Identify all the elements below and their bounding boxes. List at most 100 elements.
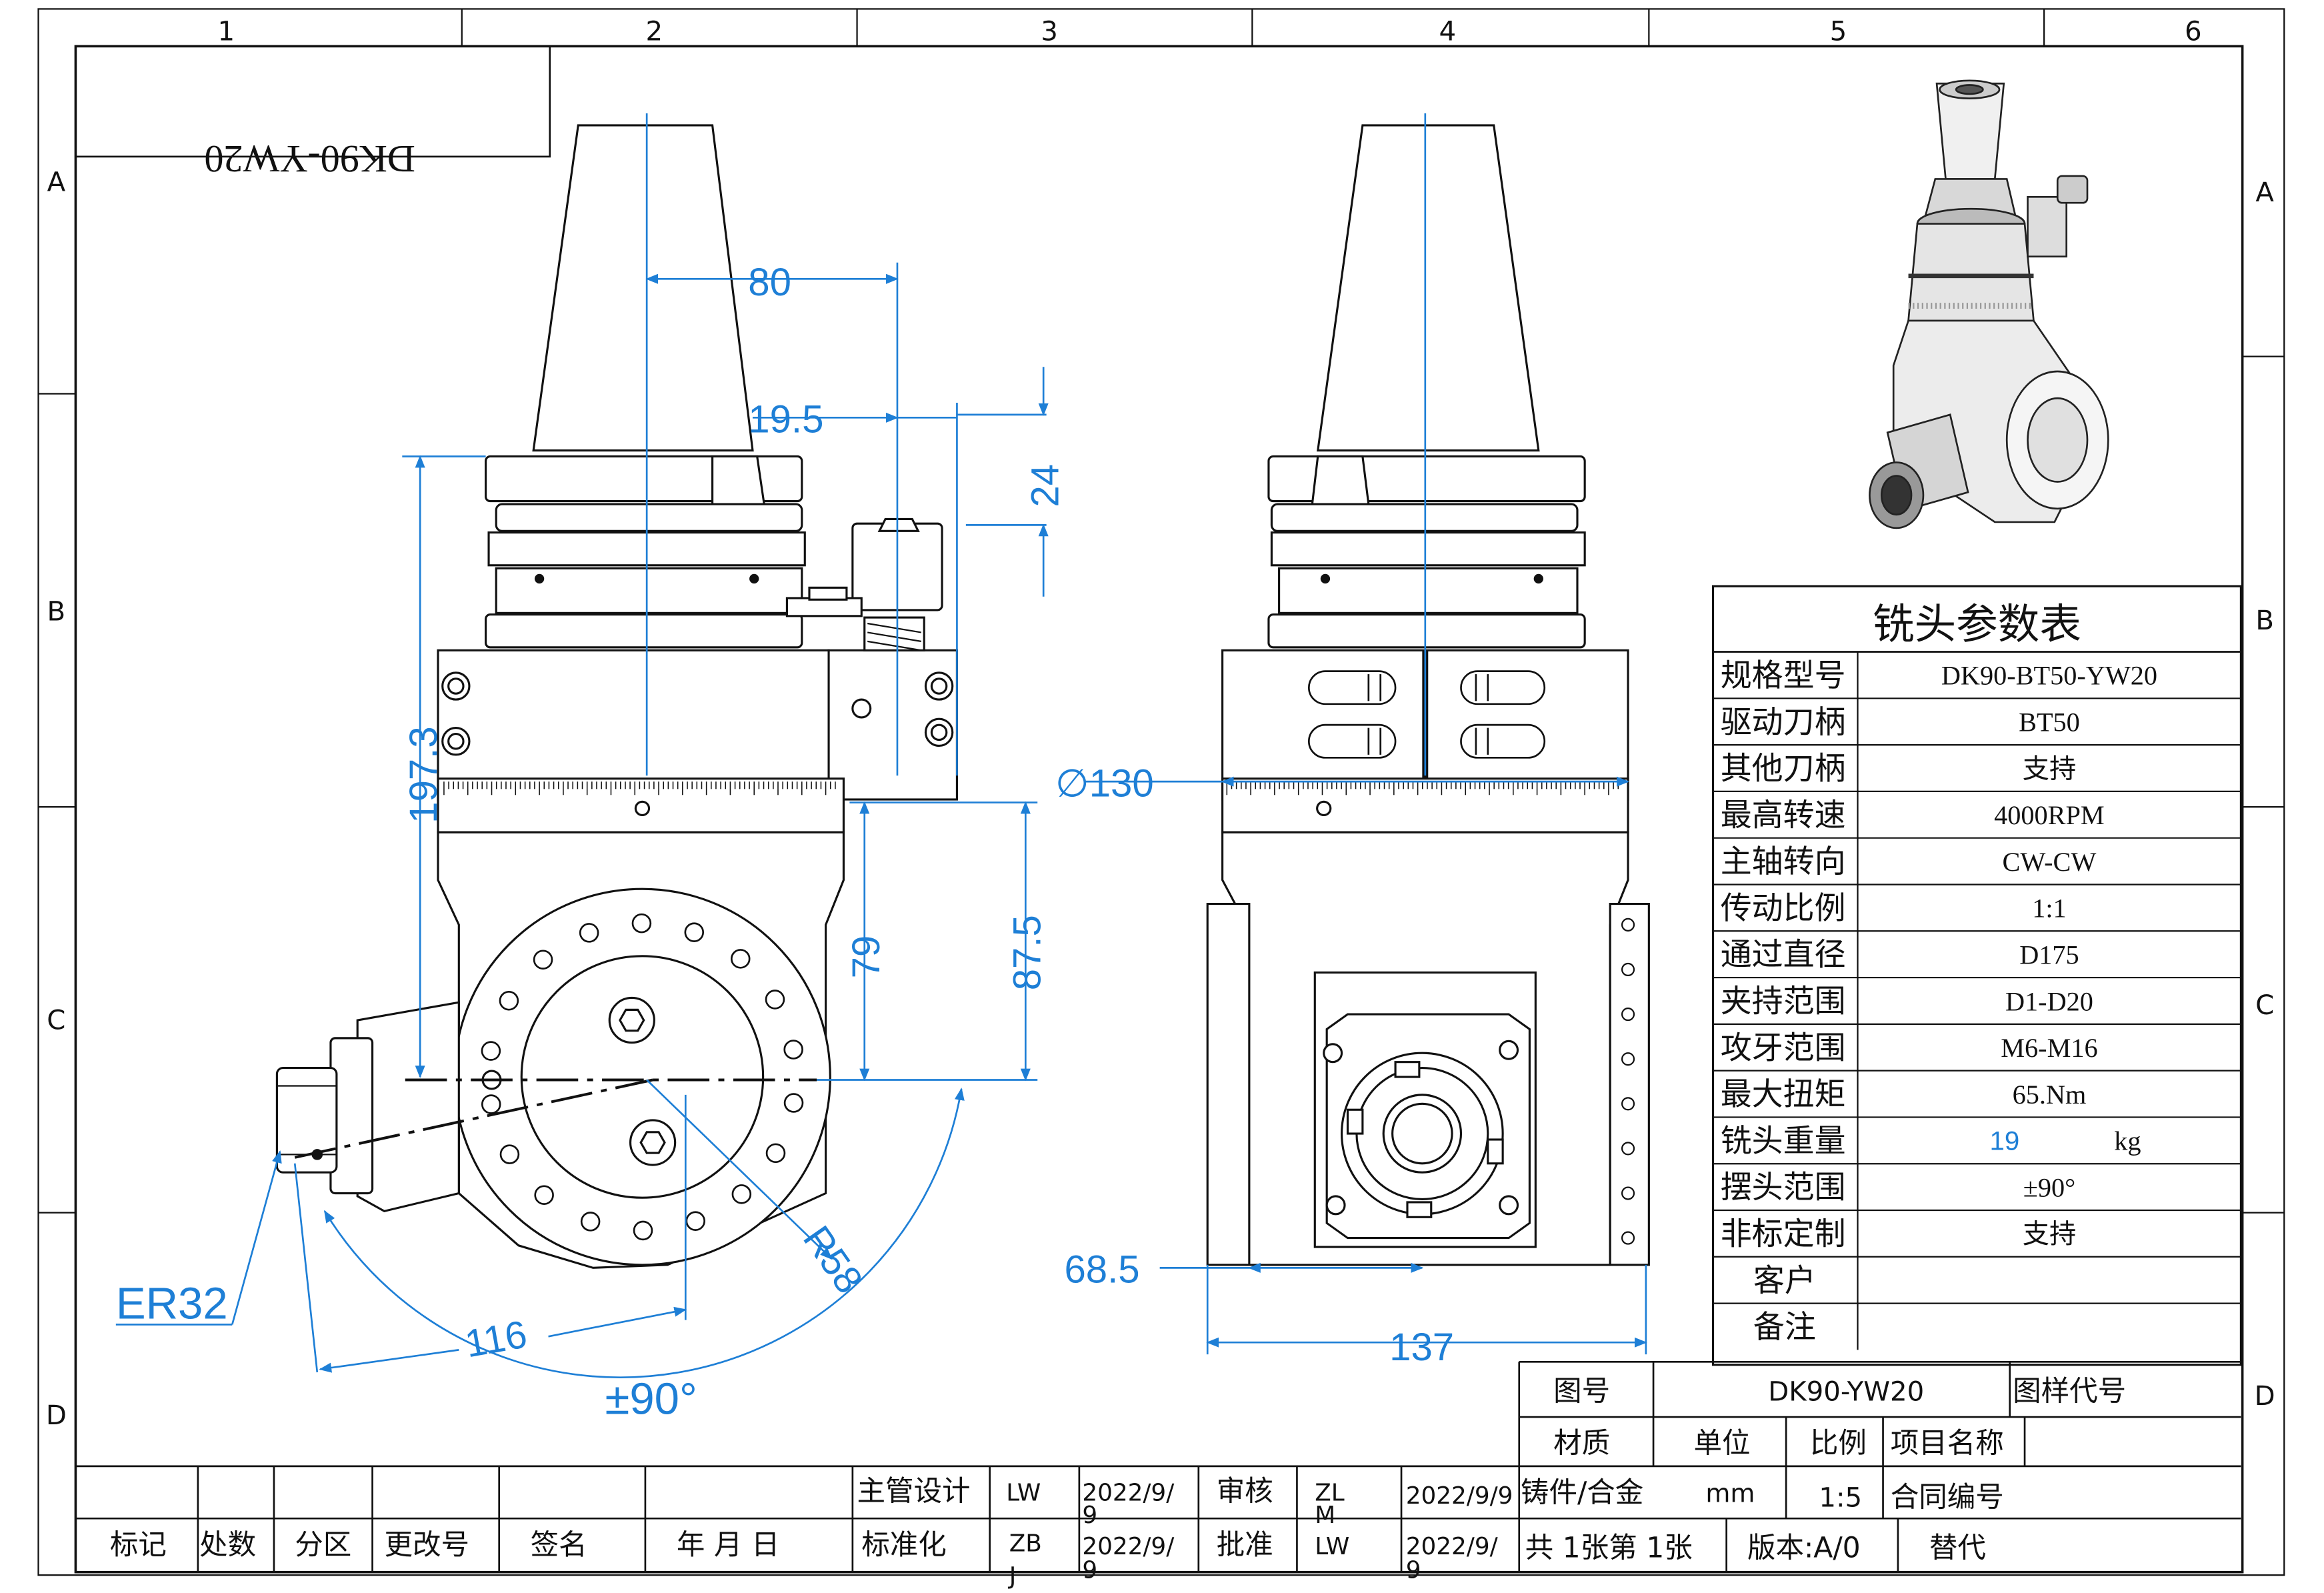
col-label-2: 2 <box>646 16 663 47</box>
param-unit: kg <box>2114 1126 2141 1156</box>
body-upper-left <box>437 649 830 801</box>
dim-137: 137 <box>1389 1326 1454 1369</box>
row-label-d-right: D <box>2255 1381 2275 1412</box>
scale-ring-right <box>1221 777 1629 834</box>
review-name-1: ZL <box>1315 1479 1345 1506</box>
param-value: 4000RPM <box>1994 800 2105 830</box>
material-value: 铸件/合金 <box>1521 1477 1643 1510</box>
param-label: 规格型号 <box>1721 659 1846 693</box>
row-label-d: D <box>46 1400 67 1431</box>
collet-nut <box>275 1067 338 1174</box>
param-label: 客户 <box>1753 1264 1816 1298</box>
param-label: 攻牙范围 <box>1721 1031 1846 1066</box>
replace-label: 替代 <box>1929 1532 1986 1564</box>
mirrored-stamp: DK90-YW20 <box>75 45 551 181</box>
param-label: 非标定制 <box>1721 1217 1846 1252</box>
approve-label: 批准 <box>1217 1529 1273 1562</box>
dim-68-5: 68.5 <box>1064 1248 1139 1292</box>
param-value: 1:1 <box>2032 894 2066 924</box>
row-label-a: A <box>47 167 66 197</box>
param-value: M6-M16 <box>2001 1033 2097 1063</box>
design-date-1: 2022/9/ <box>1082 1479 1175 1506</box>
param-label: 最高转速 <box>1721 798 1846 833</box>
param-label: 主轴转向 <box>1721 845 1846 880</box>
col-label-3: 3 <box>1041 16 1058 47</box>
param-label: 夹持范围 <box>1721 985 1846 1020</box>
param-value: 19 <box>1989 1126 2019 1156</box>
dim-24: 24 <box>1024 464 1067 507</box>
change-no-label: 更改号 <box>384 1529 469 1562</box>
title-block <box>75 1360 2241 1572</box>
std-label: 标准化 <box>861 1529 947 1562</box>
dimension-labels: 80 19.5 24 197.3 79 87.5 R58 116 ±90° ER… <box>116 261 1454 1424</box>
param-value: D175 <box>2019 940 2079 970</box>
param-label: 最大扭矩 <box>1721 1078 1846 1112</box>
param-value: 65.Nm <box>2013 1080 2087 1110</box>
row-label-b-right: B <box>2255 605 2274 636</box>
version-value: 版本:A/0 <box>1747 1532 1861 1564</box>
dim-r58: R58 <box>795 1218 871 1302</box>
review-date: 2022/9/9 <box>1406 1482 1513 1510</box>
side-view <box>275 124 958 1269</box>
param-label: 铣头重量 <box>1721 1124 1846 1159</box>
col-label-1: 1 <box>218 16 235 47</box>
front-view <box>1206 124 1650 1266</box>
drawing-code-label: 图样代号 <box>2013 1375 2126 1408</box>
title-block-text: 图号 DK90-YW20 图样代号 材质 单位 比例 项目名称 铸件/合金 mm… <box>110 1375 2126 1590</box>
param-label: 备注 <box>1753 1310 1816 1345</box>
signature-label: 签名 <box>531 1529 587 1562</box>
contract-label: 合同编号 <box>1891 1481 2004 1514</box>
review-label: 审核 <box>1217 1475 1273 1508</box>
std-name-2: J <box>1008 1563 1017 1590</box>
drawing-frame <box>37 8 2285 1576</box>
scale-label: 比例 <box>1810 1428 1867 1460</box>
param-label: 其他刀柄 <box>1721 752 1846 787</box>
dim-116: 116 <box>462 1312 531 1366</box>
dim-80: 80 <box>748 261 791 304</box>
col-label-6: 6 <box>2185 16 2202 47</box>
isometric-preview <box>1869 79 2109 529</box>
side-holes <box>1621 918 1635 1245</box>
scale-ticks-left <box>443 781 836 795</box>
dimension-lines <box>115 113 1647 1378</box>
date-label: 年 月 日 <box>677 1529 780 1562</box>
unit-value: mm <box>1705 1479 1755 1508</box>
std-name-1: ZB <box>1009 1530 1042 1557</box>
dim-19-5: 19.5 <box>748 398 823 441</box>
taper-shank-left <box>532 124 754 452</box>
mark-label: 标记 <box>110 1529 167 1562</box>
cap-screws <box>441 671 954 756</box>
row-label-b: B <box>47 597 66 627</box>
count-label: 处数 <box>199 1529 256 1562</box>
param-value: ±90° <box>2023 1172 2075 1202</box>
row-label-c: C <box>47 1005 65 1036</box>
design-date-2: 9 <box>1082 1502 1097 1529</box>
param-value: D1-D20 <box>2005 986 2093 1016</box>
dim-dia130: ∅130 <box>1055 761 1154 805</box>
param-value: BT50 <box>2019 707 2080 737</box>
design-label: 主管设计 <box>857 1475 971 1508</box>
row-label-c-right: C <box>2255 990 2274 1021</box>
param-value: CW-CW <box>2003 847 2097 877</box>
design-name: LW <box>1006 1479 1041 1506</box>
drawing-no-label: 图号 <box>1553 1375 1610 1408</box>
param-label: 通过直径 <box>1721 938 1846 973</box>
dim-87-5: 87.5 <box>1006 915 1049 990</box>
col-label-4: 4 <box>1439 16 1457 47</box>
material-label: 材质 <box>1553 1428 1610 1460</box>
unit-label: 单位 <box>1693 1428 1750 1460</box>
approve-name: LW <box>1315 1533 1349 1560</box>
param-value: DK90-BT50-YW20 <box>1941 661 2157 691</box>
project-label: 项目名称 <box>1891 1428 2004 1460</box>
drawing-no: DK90-YW20 <box>1768 1376 1924 1407</box>
dim-angle: ±90° <box>605 1374 697 1424</box>
param-label: 摆头范围 <box>1721 1171 1846 1206</box>
param-value: 支持 <box>2023 753 2077 783</box>
std-date-1: 2022/9/ <box>1082 1533 1175 1560</box>
approve-date-1: 2022/9/ <box>1406 1533 1499 1560</box>
taper-shank-right <box>1316 124 1540 452</box>
row-label-a-right: A <box>2255 177 2274 208</box>
frame-labels: 1 2 3 4 5 6 A B C D A B C D <box>46 16 2275 1431</box>
